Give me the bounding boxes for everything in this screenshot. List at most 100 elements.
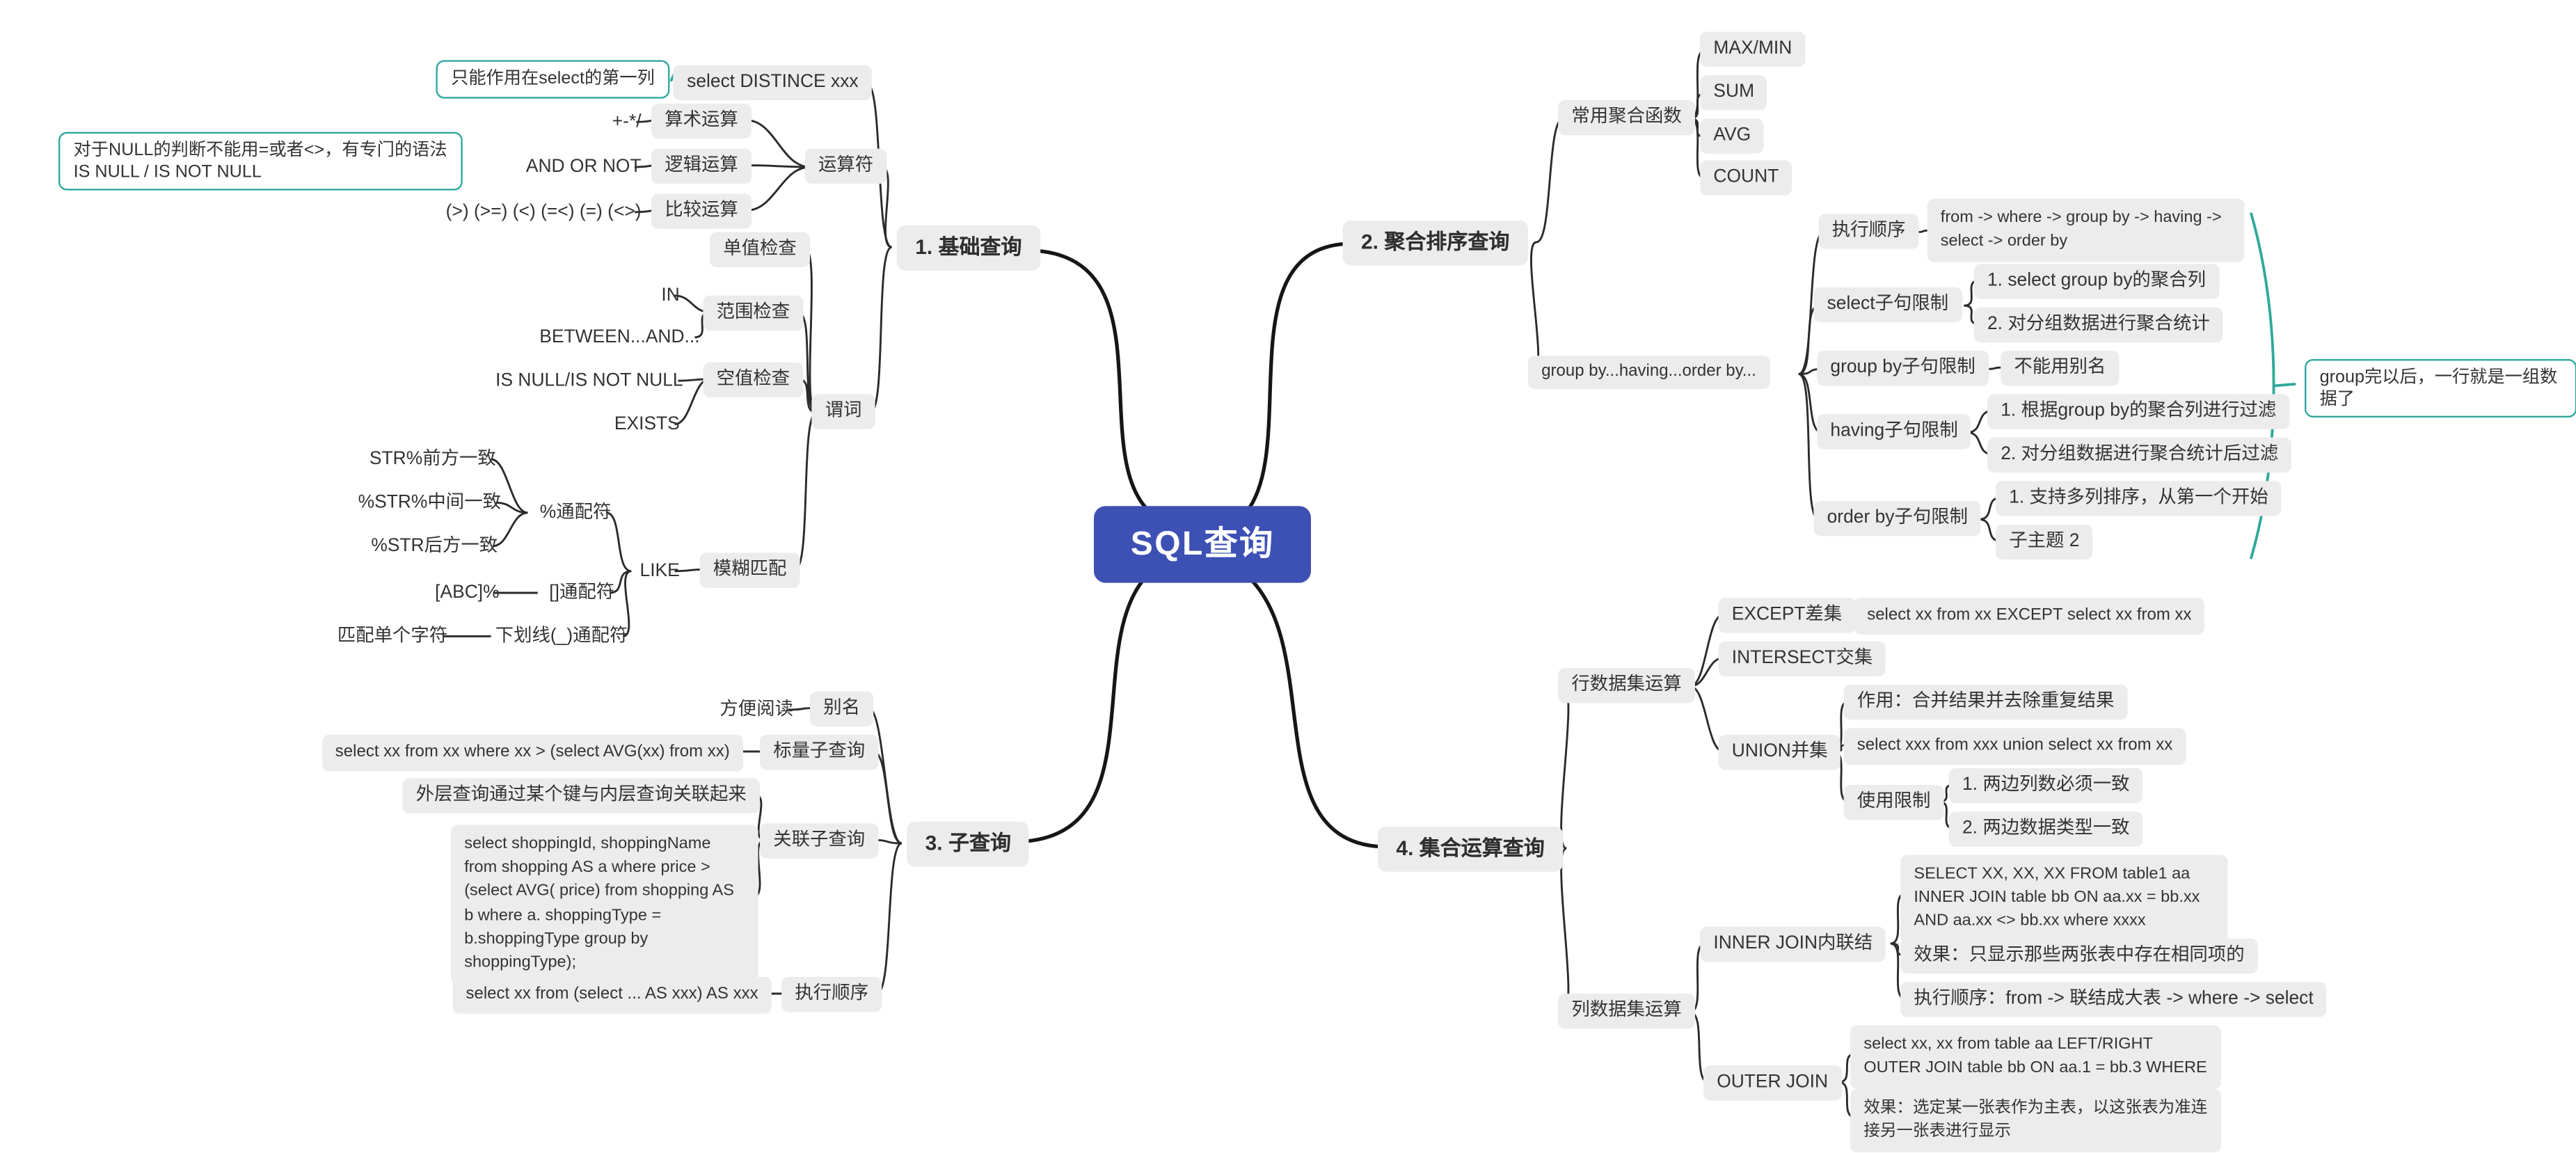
topic-alias[interactable]: 别名 bbox=[810, 691, 874, 727]
connector-line bbox=[491, 458, 528, 514]
topic-orderby-limit-1[interactable]: 1. 支持多列排序，从第一个开始 bbox=[1996, 481, 2282, 517]
topic-except-sql[interactable]: select xx from xx EXCEPT select xx from … bbox=[1854, 598, 2205, 635]
topic-subquery-exec-sql[interactable]: select xx from (select ... AS xxx) AS xx… bbox=[452, 977, 772, 1014]
connector-line bbox=[869, 246, 893, 414]
connector-line bbox=[794, 411, 818, 571]
label-in[interactable]: IN bbox=[661, 285, 680, 306]
topic-union[interactable]: UNION并集 bbox=[1718, 735, 1841, 770]
connector-line bbox=[1243, 241, 1349, 515]
topic-select-clause-limit[interactable]: select子句限制 bbox=[1813, 287, 1962, 323]
topic-union-limit-2[interactable]: 2. 两边数据类型一致 bbox=[1948, 811, 2143, 848]
label-easy-read[interactable]: 方便阅读 bbox=[719, 699, 793, 720]
topic-exec-order[interactable]: 执行顺序 bbox=[1818, 214, 1919, 250]
label-like[interactable]: LIKE bbox=[639, 561, 680, 582]
label-str-suffix[interactable]: %STR后方一致 bbox=[371, 536, 498, 557]
topic-inner-join-exec[interactable]: 执行顺序：from -> 联结成大表 -> where -> select bbox=[1900, 982, 2327, 1018]
connector-line bbox=[746, 119, 811, 168]
topic-subquery-exec-order[interactable]: 执行顺序 bbox=[781, 977, 882, 1012]
topic-union-sql[interactable]: select xxx from xxx union select xx from… bbox=[1843, 728, 2186, 765]
topic-orderby-clause-limit[interactable]: order by子句限制 bbox=[1813, 501, 1982, 536]
topic-union-limit-1[interactable]: 1. 两边列数必须一致 bbox=[1948, 768, 2143, 804]
topic-common-aggregate-functions[interactable]: 常用聚合函数 bbox=[1558, 100, 1695, 136]
connector-line bbox=[876, 842, 903, 995]
connector-line bbox=[746, 164, 811, 168]
topic-arithmetic[interactable]: 算术运算 bbox=[651, 103, 752, 139]
topic-correlated-sql[interactable]: select shoppingId, shoppingName from sho… bbox=[451, 825, 758, 985]
label-abc-percent[interactable]: [ABC]% bbox=[435, 582, 500, 603]
label-between-and[interactable]: BETWEEN...AND... bbox=[539, 327, 700, 348]
label-percent-wildcard[interactable]: %通配符 bbox=[539, 502, 612, 523]
topic-subquery[interactable]: 3. 子查询 bbox=[907, 821, 1030, 867]
topic-having-limit-1[interactable]: 1. 根据group by的聚合列进行过滤 bbox=[1987, 394, 2290, 430]
topic-correlated-desc[interactable]: 外层查询通过某个键与内层查询关联起来 bbox=[402, 778, 760, 814]
topic-basic-query[interactable]: 1. 基础查询 bbox=[896, 225, 1040, 271]
connector-line bbox=[746, 166, 811, 212]
topic-scalar-subquery[interactable]: 标量子查询 bbox=[760, 735, 879, 770]
topic-correlated-subquery[interactable]: 关联子查询 bbox=[760, 823, 879, 859]
topic-null-check[interactable]: 空值检查 bbox=[703, 362, 804, 398]
topic-union-effect[interactable]: 作用：合并结果并去除重复结果 bbox=[1843, 685, 2128, 720]
topic-logic[interactable]: 逻辑运算 bbox=[651, 148, 752, 184]
label-underscore-wildcard[interactable]: 下划线(_)通配符 bbox=[495, 626, 628, 646]
topic-orderby-limit-2[interactable]: 子主题 2 bbox=[1996, 524, 2093, 560]
topic-aggregate-sort-query[interactable]: 2. 聚合排序查询 bbox=[1342, 220, 1528, 266]
label-str-prefix[interactable]: STR%前方一致 bbox=[369, 449, 496, 470]
connector-line bbox=[2273, 383, 2296, 388]
topic-outer-join-effect[interactable]: 效果：选定某一张表作为主表，以这张表为准连接另一张表进行显示 bbox=[1850, 1088, 2222, 1153]
topic-single-value-check[interactable]: 单值检查 bbox=[710, 232, 810, 268]
label-bracket-wildcard[interactable]: []通配符 bbox=[549, 582, 615, 603]
topic-union-use-limit[interactable]: 使用限制 bbox=[1843, 785, 1944, 820]
topic-inner-join[interactable]: INNER JOIN内联结 bbox=[1700, 927, 1886, 962]
topic-inner-join-effect[interactable]: 效果：只显示那些两张表中存在相同项的 bbox=[1900, 938, 2258, 974]
label-exists[interactable]: EXISTS bbox=[614, 414, 680, 434]
topic-groupby-clause-limit[interactable]: group by子句限制 bbox=[1817, 351, 1989, 386]
topic-predicate[interactable]: 谓词 bbox=[811, 394, 875, 430]
topic-outer-join-sql[interactable]: select xx, xx from table aa LEFT/RIGHT O… bbox=[1850, 1025, 2222, 1090]
topic-group-having-order[interactable]: group by...having...order by... bbox=[1528, 356, 1770, 390]
topic-operators[interactable]: 运算符 bbox=[804, 148, 887, 184]
topic-inner-join-sql[interactable]: SELECT XX, XX, XX FROM table1 aa INNER J… bbox=[1900, 854, 2228, 944]
callout-group-row[interactable]: group完以后，一行就是一组数据了 bbox=[2305, 359, 2576, 418]
topic-no-alias[interactable]: 不能用别名 bbox=[2001, 351, 2120, 386]
topic-col-set-operation[interactable]: 列数据集运算 bbox=[1558, 994, 1695, 1029]
connector-line bbox=[1031, 248, 1153, 515]
topic-intersect[interactable]: INTERSECT交集 bbox=[1718, 641, 1886, 677]
callout-select-first-column[interactable]: 只能作用在select的第一列 bbox=[436, 60, 670, 98]
root-topic[interactable]: SQL查询 bbox=[1094, 506, 1312, 583]
topic-sum[interactable]: SUM bbox=[1700, 75, 1768, 111]
topic-count[interactable]: COUNT bbox=[1700, 160, 1792, 196]
topic-set-operation-query[interactable]: 4. 集合运算查询 bbox=[1378, 827, 1564, 872]
connector-line bbox=[1250, 579, 1383, 849]
label-str-middle[interactable]: %STR%中间一致 bbox=[358, 493, 501, 513]
label-comparison-ops[interactable]: (>) (>=) (<) (=<) (=) (<>) bbox=[445, 202, 642, 223]
topic-avg[interactable]: AVG bbox=[1700, 118, 1765, 154]
connector-line bbox=[605, 511, 632, 573]
topic-select-distinct[interactable]: select DISTINCE xxx bbox=[673, 65, 872, 101]
connector-line bbox=[1798, 373, 1820, 520]
label-logic-ops[interactable]: AND OR NOT bbox=[525, 157, 642, 177]
topic-max-min[interactable]: MAX/MIN bbox=[1700, 31, 1806, 67]
connector-line bbox=[492, 511, 528, 548]
connector-line bbox=[622, 570, 632, 637]
label-is-null[interactable]: IS NULL/IS NOT NULL bbox=[495, 370, 683, 391]
topic-comparison[interactable]: 比较运算 bbox=[651, 193, 752, 230]
topic-having-limit-2[interactable]: 2. 对分组数据进行聚合统计后过滤 bbox=[1987, 437, 2292, 473]
topic-exec-order-detail[interactable]: from -> where -> group by -> having -> s… bbox=[1927, 198, 2245, 263]
label-arithmetic-ops[interactable]: +-*/ bbox=[612, 111, 642, 132]
topic-outer-join[interactable]: OUTER JOIN bbox=[1703, 1065, 1842, 1102]
topic-row-set-operation[interactable]: 行数据集运算 bbox=[1558, 668, 1695, 703]
topic-except[interactable]: EXCEPT差集 bbox=[1718, 598, 1856, 634]
callout-null-judgement[interactable]: 对于NULL的判断不能用=或者<>，有专门的语法 IS NULL / IS NO… bbox=[58, 132, 463, 191]
label-single-char[interactable]: 匹配单个字符 bbox=[337, 626, 448, 646]
connector-line bbox=[609, 570, 632, 594]
topic-fuzzy-match[interactable]: 模糊匹配 bbox=[699, 552, 800, 589]
topic-having-clause-limit[interactable]: having子句限制 bbox=[1817, 414, 1972, 450]
connector-line bbox=[1798, 231, 1824, 376]
topic-scalar-sql[interactable]: select xx from xx where xx > (select AVG… bbox=[321, 735, 744, 772]
connector-line bbox=[1018, 579, 1145, 844]
topic-select-limit-1[interactable]: 1. select group by的聚合列 bbox=[1973, 264, 2220, 300]
topic-range-check[interactable]: 范围检查 bbox=[703, 295, 804, 331]
topic-select-limit-2[interactable]: 2. 对分组数据进行聚合统计 bbox=[1973, 307, 2223, 343]
